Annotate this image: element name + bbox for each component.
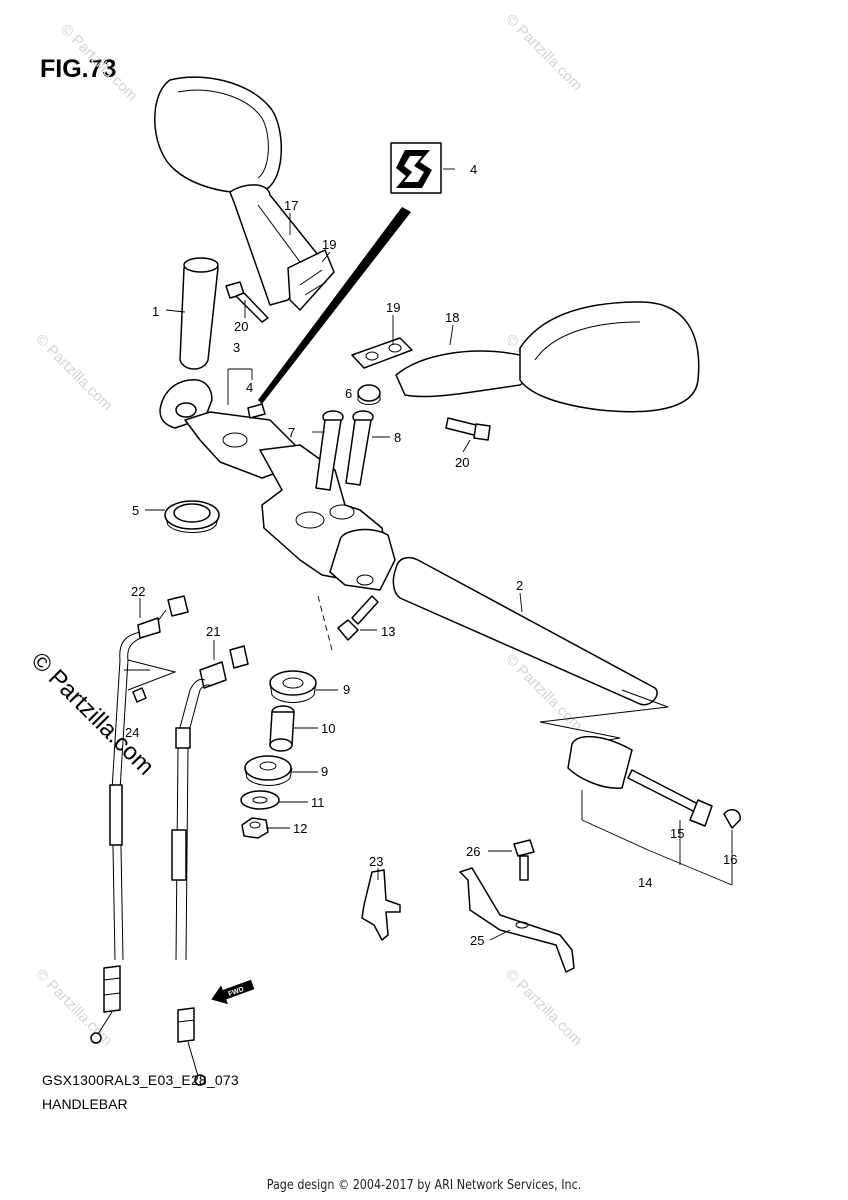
callout-23[interactable]: 23 [369,854,383,869]
callout-21[interactable]: 21 [206,624,220,639]
watermark-bottom-right: © Partzilla.com [502,966,585,1049]
spacer-collar [269,705,295,752]
callout-8[interactable]: 8 [394,430,401,445]
clamp-bolt-long [315,410,344,491]
callout-2[interactable]: 2 [516,578,523,593]
callout-1[interactable]: 1 [152,304,159,319]
callout-4-emblem[interactable]: 4 [470,162,477,177]
bracket-bolt [513,839,535,881]
section-name: HANDLEBAR [42,1096,128,1112]
watermark-bottom-left: © Partzilla.com [32,966,115,1049]
left-mirror-screw [225,281,269,323]
throttle-cable-pull [90,595,189,1044]
throttle-cable-return [171,645,249,1086]
callout-4-clamp[interactable]: 4 [246,380,253,395]
emblem-leader-wedge [258,207,411,404]
callout-13[interactable]: 13 [381,624,395,639]
callout-20-right[interactable]: 20 [455,455,469,470]
callout-14[interactable]: 14 [638,875,652,890]
callout-22[interactable]: 22 [131,584,145,599]
callout-19-left[interactable]: 19 [322,237,336,252]
figure-title: FIG.73 [40,55,117,83]
nut [241,817,269,839]
clamp-bolt-short [345,410,374,486]
bolt-cap [357,384,381,405]
callout-20-left[interactable]: 20 [234,319,248,334]
callout-6[interactable]: 6 [345,386,352,401]
callout-12[interactable]: 12 [293,821,307,836]
callout-26[interactable]: 26 [466,844,480,859]
callout-17[interactable]: 17 [284,198,298,213]
cushion-lower [244,755,293,786]
watermark-top-left: © Partzilla.com [57,21,140,104]
callout-16[interactable]: 16 [723,852,737,867]
callout-18[interactable]: 18 [445,310,459,325]
part-callouts: 1 2 3 4 4 5 6 7 8 9 9 10 11 12 13 14 15 … [125,162,737,948]
callout-25[interactable]: 25 [470,933,484,948]
washer [240,790,280,810]
watermark-mid-left: © Partzilla.com [32,331,115,414]
page-credit: Page design © 2004-2017 by ARI Network S… [266,1178,582,1193]
model-code: GSX1300RAL3_E03_E28_073 [42,1072,239,1088]
suzuki-emblem [390,142,442,194]
right-mirror [395,301,700,413]
right-mirror-screw [445,417,491,441]
callout-7[interactable]: 7 [288,425,295,440]
callout-24[interactable]: 24 [125,725,139,740]
callout-15[interactable]: 15 [670,826,684,841]
forward-direction-arrow: FWD [211,979,255,1005]
handlebar-balancer [567,735,713,827]
left-grip [179,257,219,370]
balancer-cap [723,809,741,829]
callout-9-upper[interactable]: 9 [343,682,350,697]
cushion-upper [269,670,317,703]
leader-lines [139,168,733,941]
left-mirror [154,76,335,311]
cable-bracket [459,867,575,973]
callout-3[interactable]: 3 [233,340,240,355]
right-handlebar [329,528,658,706]
right-mirror-clamp-plate [351,337,413,369]
cable-clamp-left [361,869,401,941]
watermark-large: © Partzilla.com [26,647,159,780]
callout-9-lower[interactable]: 9 [321,764,328,779]
callout-11[interactable]: 11 [311,795,325,810]
pinch-bolt [337,595,379,641]
steering-stem-bushing [164,500,220,533]
watermark-top-right: © Partzilla.com [502,11,585,94]
callout-10[interactable]: 10 [321,721,335,736]
callout-19-right[interactable]: 19 [386,300,400,315]
callout-5[interactable]: 5 [132,503,139,518]
